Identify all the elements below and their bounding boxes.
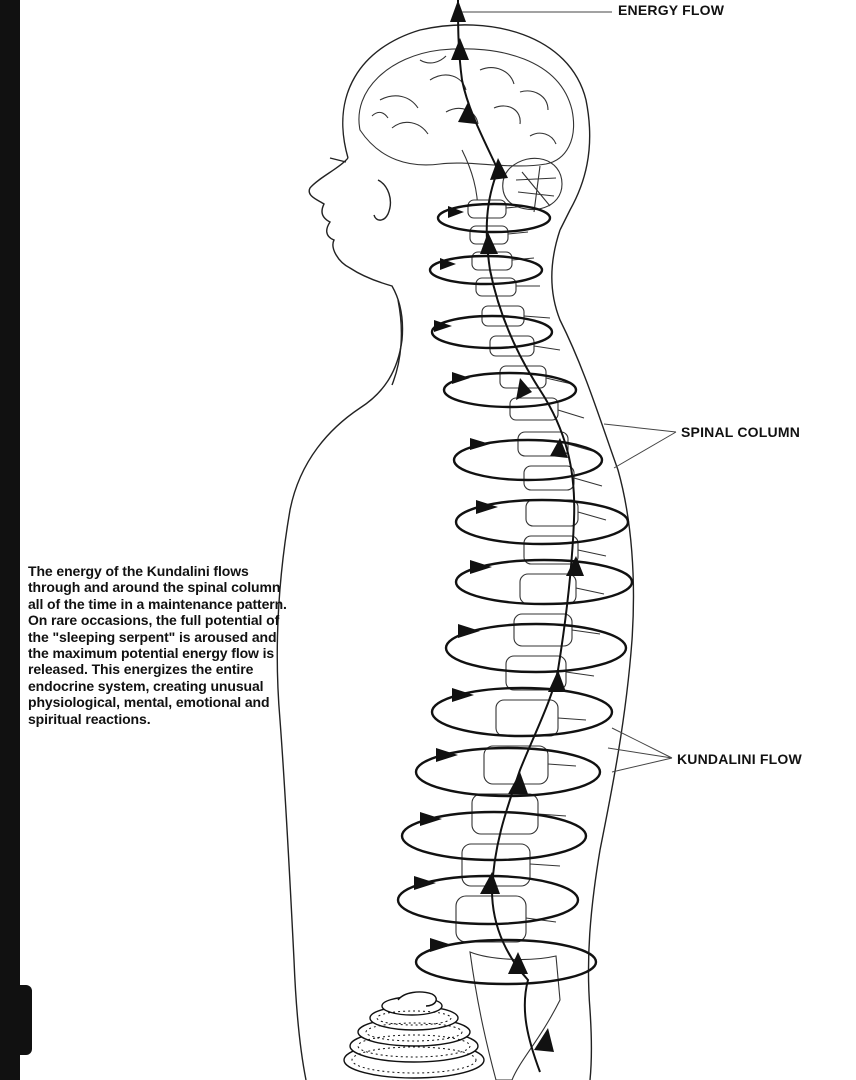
- leader-lines: [462, 11, 677, 773]
- eye-line: [329, 157, 347, 163]
- spine-vertebrae: [455, 199, 579, 1080]
- spiral-arrowheads: [414, 206, 498, 952]
- kundalini-flow-label: KUNDALINI FLOW: [677, 751, 802, 767]
- head-outline: [342, 24, 591, 231]
- energy-flow-label: ENERGY FLOW: [618, 2, 725, 18]
- kundalini-flow-leader: [607, 727, 673, 773]
- left-frame-bar: [0, 0, 20, 1080]
- spinal-column-leader: [603, 423, 677, 469]
- description-text: The energy of the Kundalini flows throug…: [28, 563, 287, 727]
- spinal-column-label: SPINAL COLUMN: [681, 424, 801, 440]
- kundalini-spiral-rings: [396, 202, 634, 986]
- ear-outline: [373, 179, 392, 221]
- energy-flow-arrowheads: [450, 0, 584, 1052]
- cerebellum: [502, 157, 563, 211]
- neck-line: [391, 299, 403, 386]
- face-profile: [276, 157, 404, 1080]
- corner-badge: [0, 985, 32, 1055]
- brain-illustration: [358, 48, 574, 215]
- human-figure-outline: [276, 24, 635, 1080]
- coiled-serpent-icon: [343, 991, 485, 1079]
- back-outline: [551, 229, 635, 1080]
